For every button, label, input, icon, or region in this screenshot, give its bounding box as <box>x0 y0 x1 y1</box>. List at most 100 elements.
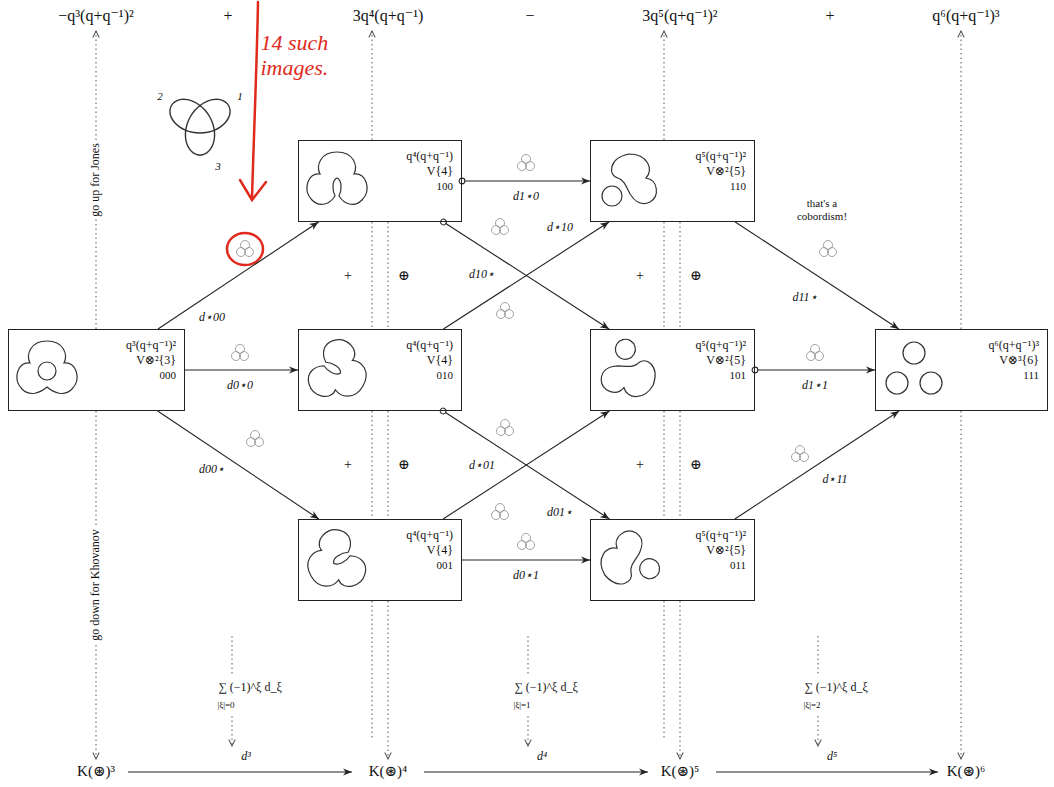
dotted-projections <box>96 31 961 759</box>
vector-space: V⊗³{6} <box>956 353 1039 368</box>
differential-label: d1⋆1 <box>800 379 830 393</box>
dotted-arrow <box>388 601 389 759</box>
state-pictures <box>17 152 942 602</box>
dotted-arrow <box>232 716 233 746</box>
differential-label: d⋆10 <box>545 221 575 235</box>
cobordism-icon <box>518 534 535 550</box>
vector-space: V⊗²{5} <box>671 353 746 368</box>
smoothing-picture <box>591 525 663 598</box>
differential-map <box>443 222 609 329</box>
jones-term: −q³(q+q⁻¹)² <box>56 7 136 25</box>
differential-sum: ∑ (−1)^ξ d_ξ <box>802 681 870 695</box>
state-label: 000 <box>89 368 176 383</box>
graded-dimension: q⁵(q+q⁻¹)² <box>671 338 746 353</box>
dotted-arrow <box>528 716 529 746</box>
dotted-line <box>680 411 681 519</box>
dotted-line <box>372 411 373 519</box>
dotted-line <box>818 636 819 676</box>
vector-space: V{4} <box>379 164 453 179</box>
jones-term: q⁶(q+q⁻¹)³ <box>930 7 1001 25</box>
dotted-arrow <box>818 716 819 746</box>
differential-map <box>443 222 609 329</box>
crossing-number: 3 <box>213 160 223 173</box>
cobordism-icon <box>492 219 509 235</box>
dotted-arrow <box>961 31 962 329</box>
dotted-line <box>232 636 233 676</box>
state-label: 101 <box>671 368 746 383</box>
smoothing-picture <box>307 152 367 204</box>
crossing-number: 1 <box>235 90 245 103</box>
dotted-line <box>388 222 389 329</box>
dotted-line <box>680 222 681 329</box>
state-label: 100 <box>379 179 453 194</box>
differential-arrow <box>716 771 938 772</box>
vector-space: V⊗²{3} <box>89 353 176 368</box>
graded-dimension: q³(q+q⁻¹)² <box>89 338 176 353</box>
state-label: 110 <box>671 179 746 194</box>
state-box: q⁶(q+q⁻¹)³V⊗³{6}111 <box>875 329 1048 411</box>
state-box: q⁴(q+q⁻¹)V{4}100 <box>298 140 462 222</box>
cobordism-icon <box>518 155 535 171</box>
smoothing-picture <box>303 334 378 412</box>
differential-label: d1⋆0 <box>511 190 541 204</box>
differential-label: d01⋆ <box>545 506 575 520</box>
differential-arrow <box>128 771 352 772</box>
differential-map <box>443 411 609 519</box>
differential-map <box>443 411 609 519</box>
cobordism-icon <box>792 446 809 462</box>
state-box: q⁵(q+q⁻¹)²V⊗²{5}011 <box>590 519 755 601</box>
graded-dimension: q⁵(q+q⁻¹)² <box>671 149 746 164</box>
state-box: q⁵(q+q⁻¹)²V⊗²{5}101 <box>590 329 755 411</box>
handwritten-arrowhead <box>240 180 266 200</box>
cobordism-icon <box>807 345 824 361</box>
dotted-line <box>664 411 665 519</box>
cobordism-icon <box>497 303 514 319</box>
dotted-line <box>664 601 665 740</box>
cobordism-icon <box>232 345 249 361</box>
complex-term: K(⊛)⁵ <box>659 763 702 780</box>
dotted-line <box>372 601 373 740</box>
cobordism-icon <box>247 431 264 447</box>
complex-term: K(⊛)³ <box>75 763 117 780</box>
differential-label: d⋆11 <box>820 473 849 487</box>
differential-label: d11⋆ <box>790 291 819 305</box>
annotation: that's a cobordism! <box>780 197 864 222</box>
crossing-number: 2 <box>155 90 165 103</box>
vector-space: V{4} <box>379 543 453 558</box>
state-box: q⁴(q+q⁻¹)V{4}001 <box>298 519 462 601</box>
cobordism-icon <box>492 504 509 520</box>
differential-map <box>185 369 298 370</box>
differential-label: d⋆00 <box>197 311 227 325</box>
cobordism-icon <box>820 241 837 257</box>
differential-sum: ∑ (−1)^ξ d_ξ <box>512 681 580 695</box>
plus-sign: + <box>634 268 646 284</box>
direct-sum: ⊕ <box>396 268 412 284</box>
handwritten-marks <box>227 2 266 265</box>
state-label: 001 <box>379 558 453 573</box>
sum-index: |ξ|=1 <box>511 700 532 710</box>
plus-sign: + <box>342 457 354 473</box>
differential-label: d⋆01 <box>467 459 497 473</box>
plus-sign: + <box>634 457 646 473</box>
differential-map <box>158 222 319 329</box>
jones-term: 3q⁴(q+q⁻¹) <box>351 7 426 25</box>
vector-space: V⊗²{5} <box>671 543 746 558</box>
dotted-line <box>388 411 389 519</box>
differential-label: d10⋆ <box>467 268 497 282</box>
state-box: q³(q+q⁻¹)²V⊗²{3}000 <box>8 329 185 411</box>
complex-term: K(⊛)⁴ <box>367 763 410 780</box>
sum-index: |ξ|=2 <box>801 700 822 710</box>
handwritten-note: 14 such images. <box>259 30 358 81</box>
graded-dimension: q⁴(q+q⁻¹) <box>379 338 453 353</box>
smoothing-picture <box>602 154 656 206</box>
sign: − <box>523 7 536 25</box>
dotted-line <box>664 222 665 329</box>
dotted-line <box>528 636 529 676</box>
differential-name: d⁴ <box>535 750 549 764</box>
state-box: q⁴(q+q⁻¹)V{4}010 <box>298 329 462 411</box>
state-box: q⁵(q+q⁻¹)²V⊗²{5}110 <box>590 140 755 222</box>
vector-space: V⊗²{5} <box>671 164 746 179</box>
